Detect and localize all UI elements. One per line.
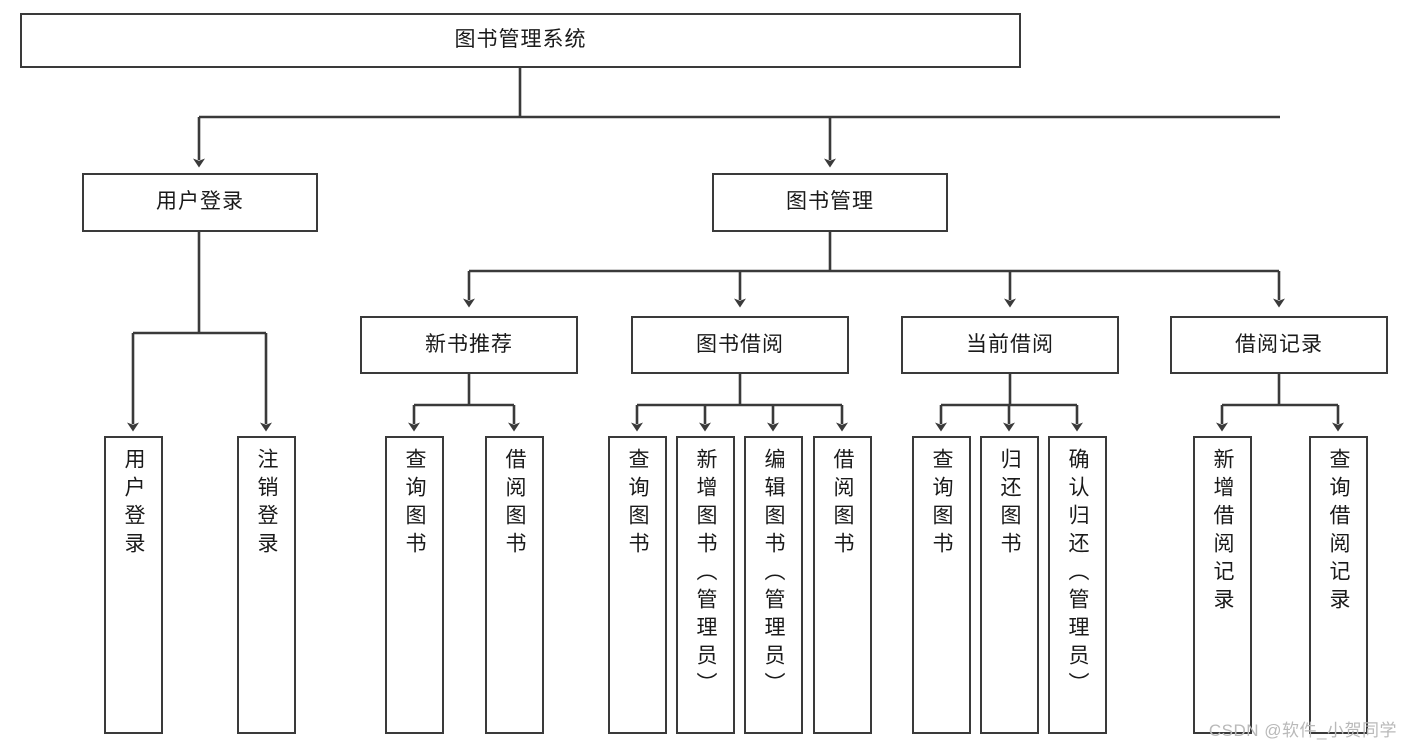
leaf-return-book[interactable]: 归还图书 xyxy=(980,436,1039,734)
leaf-query-book-borrow[interactable]: 查询图书 xyxy=(608,436,667,734)
node-label: 查询图书 xyxy=(930,448,953,560)
leaf-query-book-current[interactable]: 查询图书 xyxy=(912,436,971,734)
node-label: 借阅图书 xyxy=(831,448,854,560)
node-borrowing-record[interactable]: 借阅记录 xyxy=(1170,316,1388,374)
node-label: 新增借阅记录 xyxy=(1211,448,1234,616)
node-label: 用户登录 xyxy=(122,448,145,560)
node-label: 查询借阅记录 xyxy=(1327,448,1350,616)
node-label: 查询图书 xyxy=(626,448,649,560)
node-label: 图书管理系统 xyxy=(454,28,587,52)
node-label: 图书借阅 xyxy=(696,332,784,356)
node-label: 编辑图书（管理员） xyxy=(762,448,785,700)
node-label: 新增图书（管理员） xyxy=(694,448,717,700)
node-book-borrowing[interactable]: 图书借阅 xyxy=(631,316,849,374)
node-user-login[interactable]: 用户登录 xyxy=(82,173,318,232)
node-label: 借阅记录 xyxy=(1235,332,1323,356)
node-label: 借阅图书 xyxy=(503,448,526,560)
node-label: 归还图书 xyxy=(998,448,1021,560)
node-label: 确认归还（管理员） xyxy=(1066,448,1089,700)
leaf-query-borrow-record[interactable]: 查询借阅记录 xyxy=(1309,436,1368,734)
node-book-management[interactable]: 图书管理 xyxy=(712,173,948,232)
leaf-add-book-admin[interactable]: 新增图书（管理员） xyxy=(676,436,735,734)
watermark-text: CSDN @软件_小贺同学 xyxy=(1208,721,1397,740)
leaf-query-book-new[interactable]: 查询图书 xyxy=(385,436,444,734)
node-current-borrowing[interactable]: 当前借阅 xyxy=(901,316,1119,374)
node-root-book-management-system[interactable]: 图书管理系统 xyxy=(20,13,1021,68)
leaf-edit-book-admin[interactable]: 编辑图书（管理员） xyxy=(744,436,803,734)
node-label: 用户登录 xyxy=(156,190,244,214)
node-label: 查询图书 xyxy=(403,448,426,560)
leaf-logout[interactable]: 注销登录 xyxy=(237,436,296,734)
node-label: 当前借阅 xyxy=(966,332,1054,356)
leaf-borrow-book-new[interactable]: 借阅图书 xyxy=(485,436,544,734)
node-label: 注销登录 xyxy=(255,448,278,560)
leaf-user-login[interactable]: 用户登录 xyxy=(104,436,163,734)
leaf-add-borrow-record[interactable]: 新增借阅记录 xyxy=(1193,436,1252,734)
node-new-book-recommendation[interactable]: 新书推荐 xyxy=(360,316,578,374)
node-label: 新书推荐 xyxy=(425,332,513,356)
leaf-borrow-book[interactable]: 借阅图书 xyxy=(813,436,872,734)
leaf-confirm-return-admin[interactable]: 确认归还（管理员） xyxy=(1048,436,1107,734)
node-label: 图书管理 xyxy=(786,190,874,214)
